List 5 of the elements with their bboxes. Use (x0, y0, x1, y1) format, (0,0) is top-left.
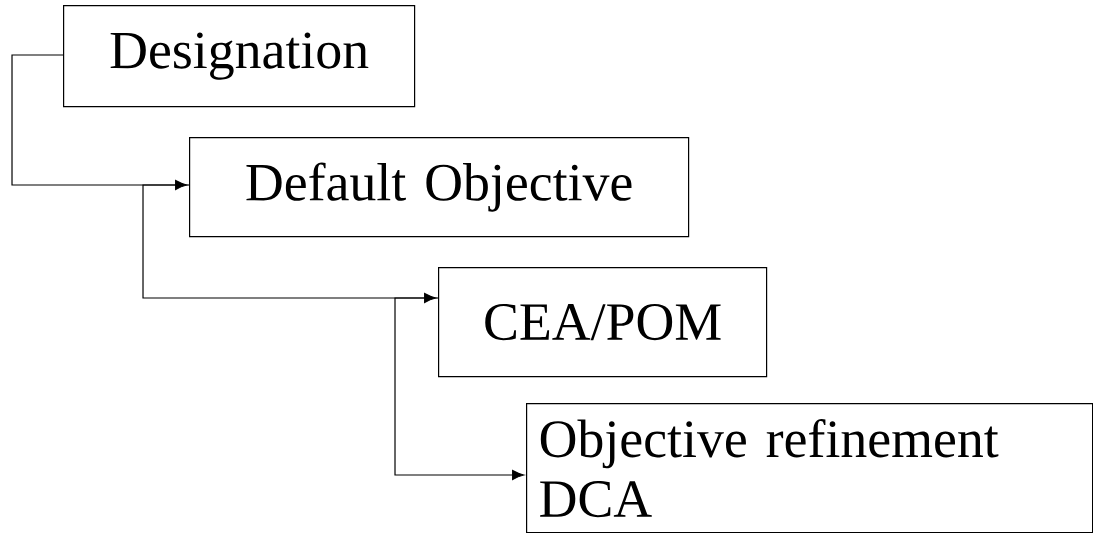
process-box: Designation (63, 5, 416, 108)
arrow (394, 297, 525, 480)
process-box: CEA/POM (438, 267, 768, 378)
process-box: Default Objective (189, 137, 690, 238)
process-box: Objective refinement DCA (526, 403, 1093, 533)
